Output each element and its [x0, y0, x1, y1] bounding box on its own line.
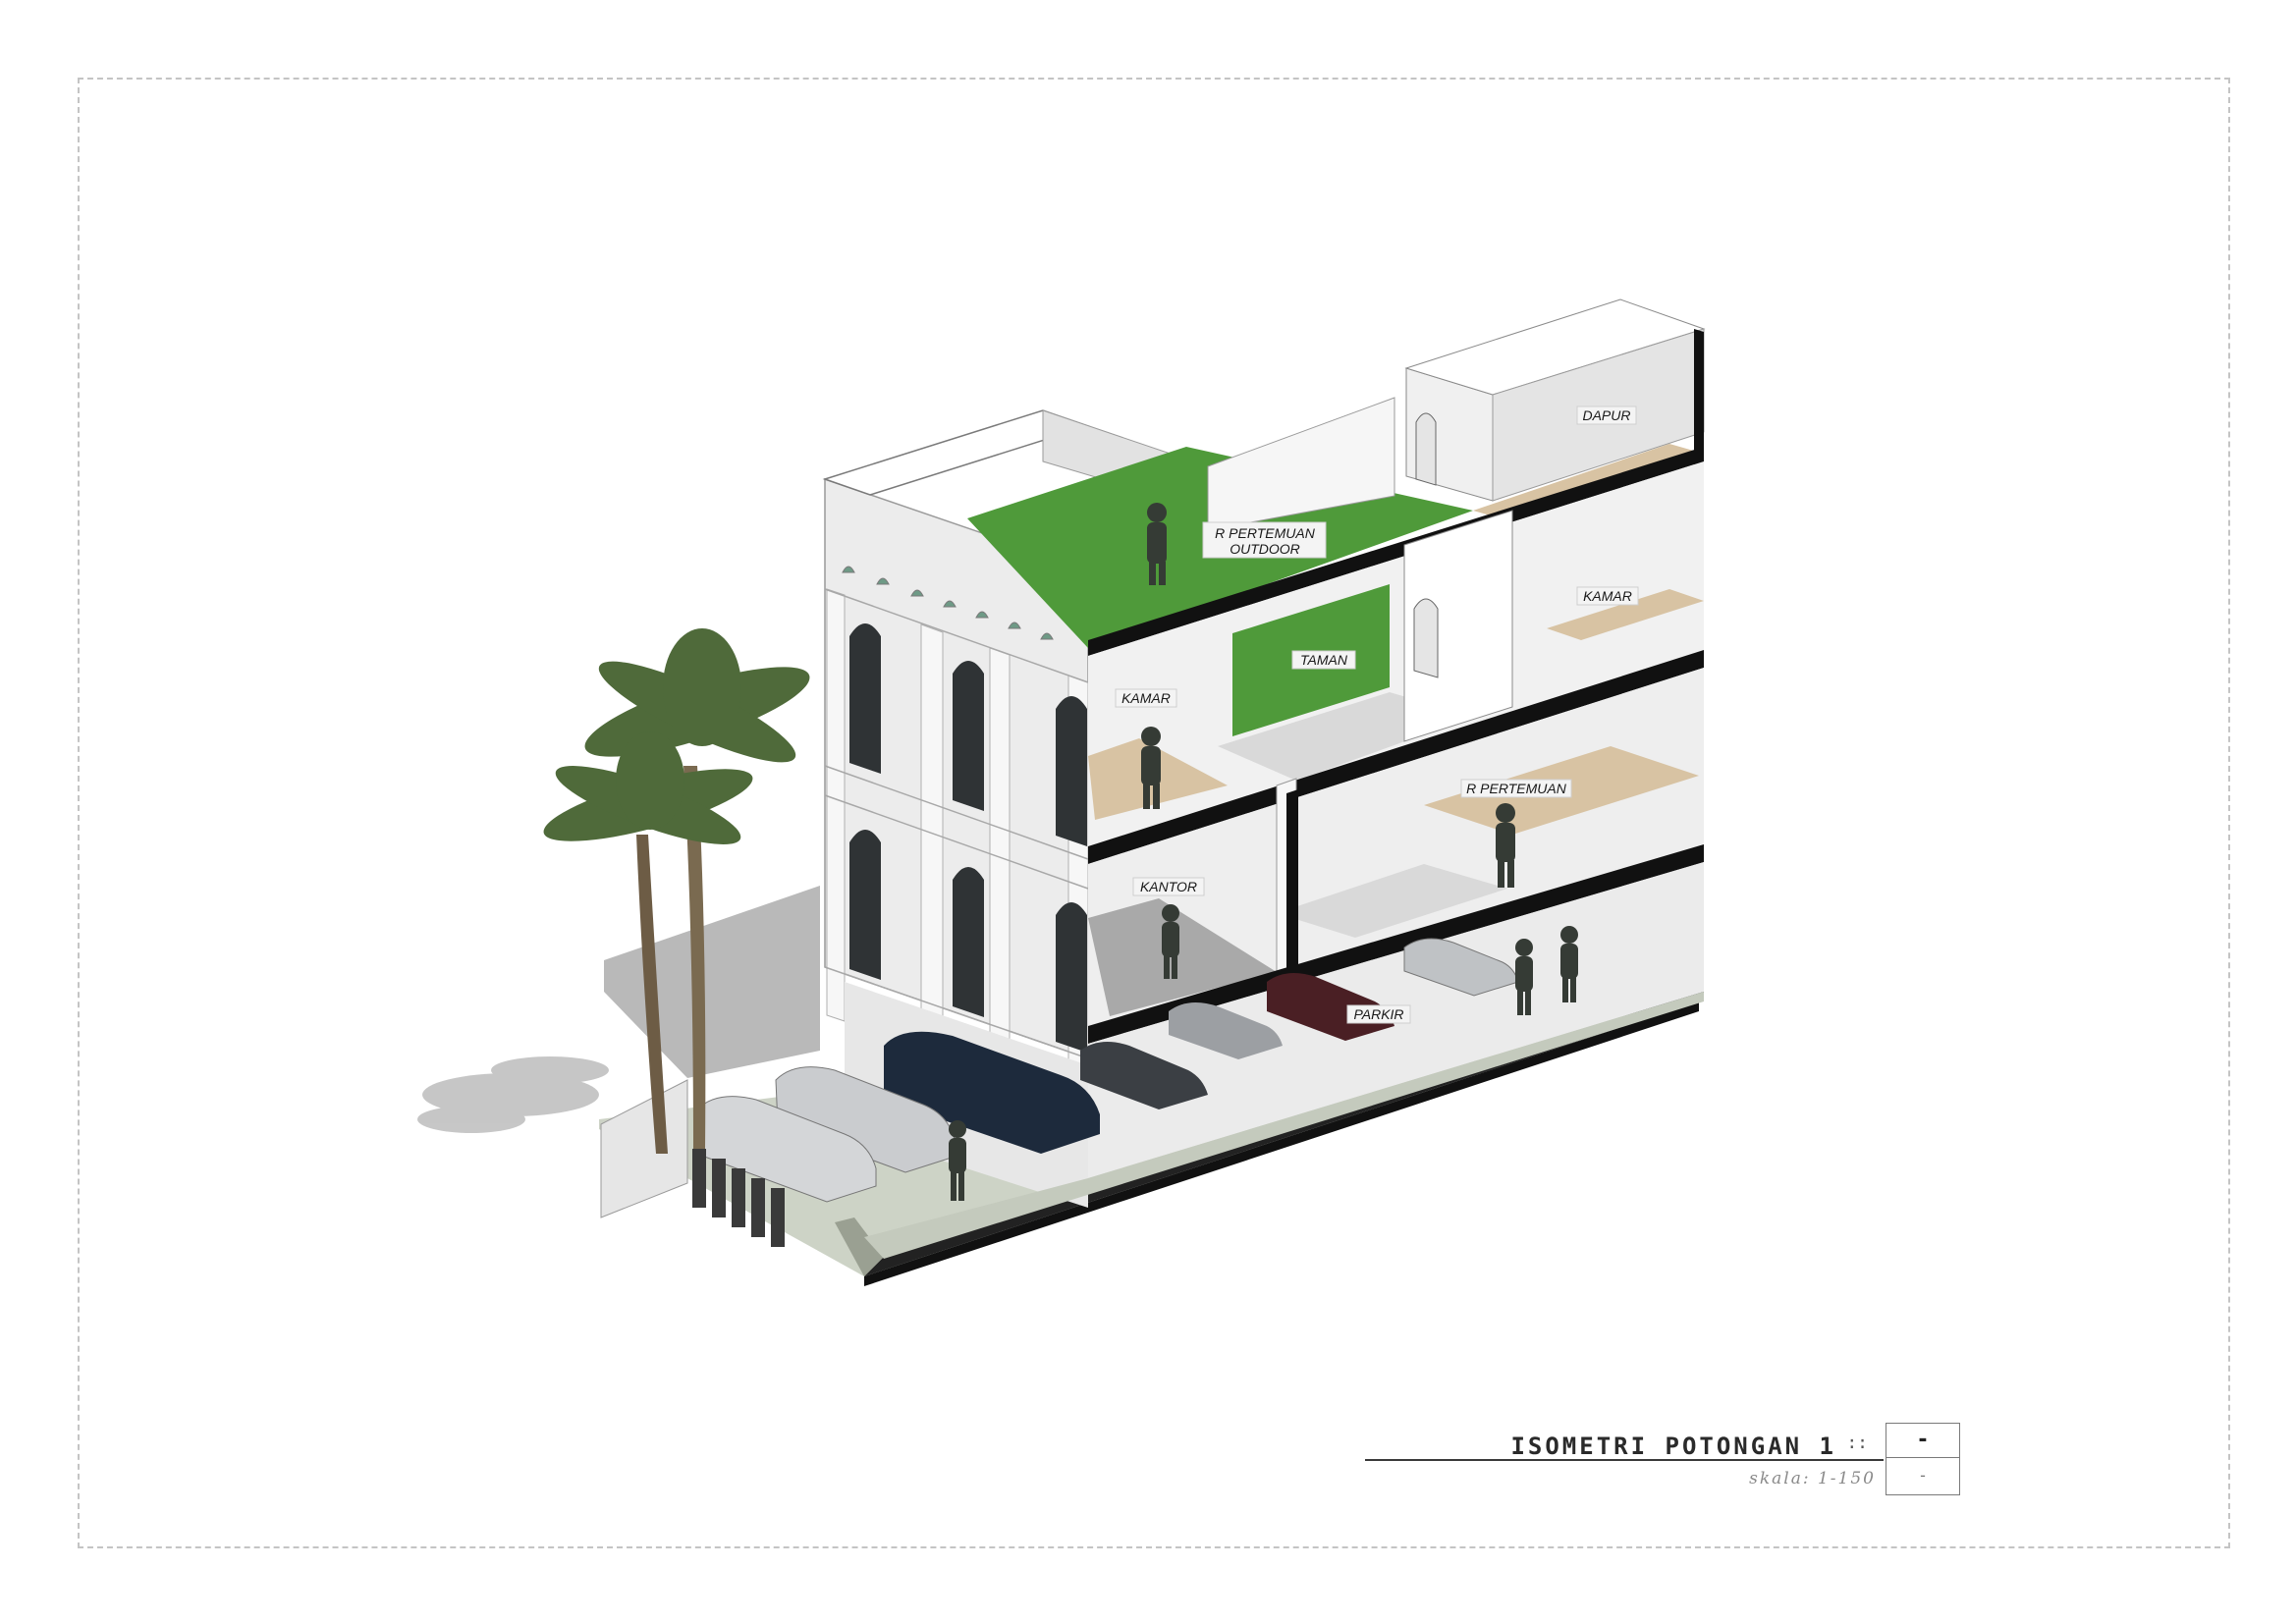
palm-fronds: [543, 628, 810, 844]
level2-middle-floor: [1277, 864, 1507, 938]
label-taman-text: TAMAN: [1300, 652, 1348, 668]
label-kantor: KANTOR: [1132, 877, 1205, 896]
drawing-title: ISOMETRI POTONGAN 1: [1510, 1433, 1836, 1460]
label-parkir-text: PARKIR: [1353, 1006, 1403, 1022]
palm-shadow: [417, 1056, 609, 1133]
label-kamar-right-text: KAMAR: [1583, 588, 1632, 604]
cut-column: [1286, 789, 1298, 984]
title-block: ISOMETRI POTONGAN 1 :: skala: 1-150 - -: [1365, 1423, 1960, 1497]
arch-windows: [849, 623, 1087, 1053]
label-r-pertemuan-outdoor: R PERTEMUAN OUTDOOR: [1202, 521, 1327, 559]
cars: [696, 938, 1519, 1203]
kantor-floor: [1088, 898, 1277, 1016]
label-r-pertemuan-outdoor-line2: OUTDOOR: [1230, 541, 1300, 557]
palm-trunk-1: [636, 835, 668, 1154]
label-r-pertemuan-outdoor-line1: R PERTEMUAN: [1215, 525, 1316, 541]
level3-door: [1413, 598, 1439, 678]
roof-back-wall: [1207, 397, 1395, 531]
level3-back-wall: [1088, 461, 1704, 864]
room-labels: R PERTEMUAN OUTDOOR DAPUR KAMAR TAMAN KA…: [1115, 406, 1639, 1024]
label-parkir: PARKIR: [1346, 1004, 1411, 1024]
drawing-scale: skala: 1-150: [1749, 1469, 1876, 1488]
person-kamar: [1141, 727, 1161, 809]
car-silver-back: [1169, 1002, 1283, 1059]
person-parking-2: [1560, 926, 1578, 1002]
title-separator: ::: [1846, 1433, 1868, 1453]
title-underline: [1365, 1459, 1884, 1461]
person-kantor: [1162, 904, 1179, 979]
person-street: [949, 1120, 966, 1201]
car-dark-blue: [884, 1031, 1100, 1154]
slab-cut-level3: [1088, 650, 1704, 864]
palm-trees: [543, 628, 810, 1154]
label-kantor-text: KANTOR: [1140, 879, 1197, 894]
kamar-right-floor: [1547, 589, 1704, 640]
slab-cut-level2: [1088, 844, 1704, 1044]
label-r-pertemuan-text: R PERTEMUAN: [1466, 781, 1567, 796]
car-silver-2: [696, 1096, 877, 1203]
boundary-wall: [600, 1079, 688, 1218]
label-kamar-left: KAMAR: [1115, 688, 1177, 708]
car-maroon: [1267, 973, 1394, 1041]
level2-back-wall: [1088, 668, 1704, 1041]
level3-stair-wall: [1403, 510, 1513, 742]
label-r-pertemuan: R PERTEMUAN: [1460, 779, 1572, 798]
kitchen-door: [1415, 412, 1437, 486]
label-dapur: DAPUR: [1576, 406, 1637, 425]
people: [949, 503, 1578, 1201]
ornamental-gate: [692, 1149, 785, 1247]
facade-bands: [824, 588, 1089, 1059]
label-taman: TAMAN: [1291, 650, 1356, 670]
label-dapur-text: DAPUR: [1582, 407, 1630, 423]
parking-floor: [864, 992, 1704, 1259]
label-kamar-right: KAMAR: [1576, 586, 1639, 606]
car-grey: [1080, 1042, 1208, 1109]
label-kamar-left-text: KAMAR: [1121, 690, 1171, 706]
palm-trunk-2: [683, 766, 706, 1149]
ramp: [835, 1217, 884, 1276]
sheet-border: [78, 78, 2230, 1548]
person-pertemuan: [1496, 803, 1515, 888]
slab-cut-roof: [1088, 447, 1704, 656]
sheet-number-box: -: [1886, 1423, 1960, 1458]
ground-slab-front: [864, 1001, 1699, 1286]
sheet-sub-box: -: [1886, 1458, 1960, 1495]
person-parking-1: [1515, 939, 1533, 1015]
parapet-arches: [842, 566, 1054, 640]
person-roof: [1147, 503, 1167, 585]
building-shadow: [604, 886, 820, 1078]
